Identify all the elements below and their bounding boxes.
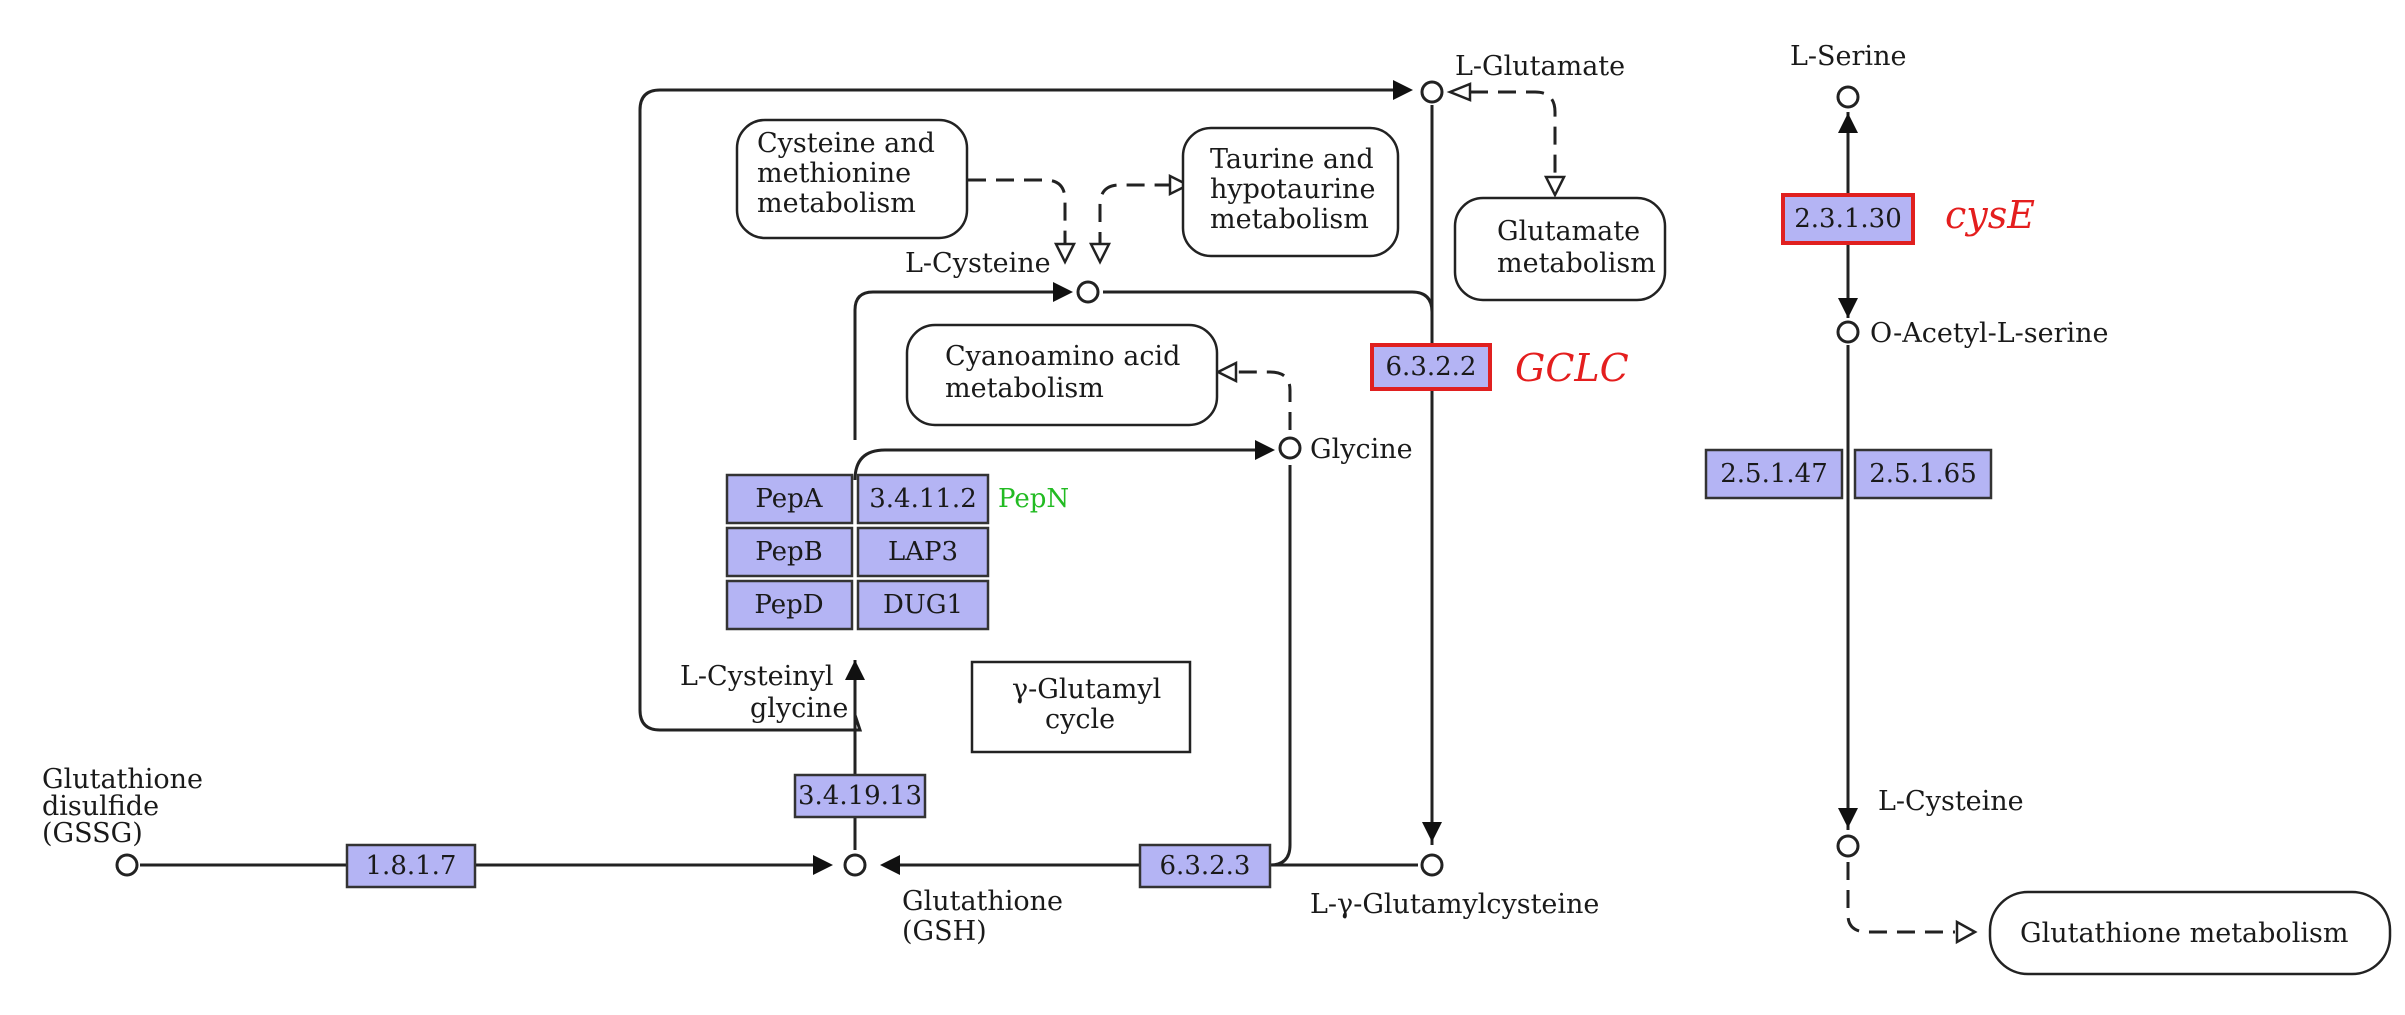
node-gssg[interactable] (115, 853, 139, 877)
edge-glycine-to-cyano (1235, 370, 1292, 430)
node-o-acetyl-l-serine[interactable] (1836, 320, 1860, 344)
pathway-glutamate-line1: Glutamate (1497, 216, 1640, 247)
enzyme-2-3-1-30[interactable] (1781, 193, 1915, 245)
edge-cysmet-to-cysteine (968, 178, 1067, 245)
edge-pep-to-cysteine (853, 290, 1055, 440)
pathway-cys-met-line2: methionine (757, 158, 911, 189)
pathway-taurine-box[interactable] (1181, 126, 1400, 258)
arrow-to-glutamylcysteine (1422, 822, 1442, 842)
pathway-cys-met-line3: metabolism (757, 188, 916, 219)
arrow-to-cysteinylglycine (845, 660, 865, 680)
pathway-gamma-cycle-line1: γ-Glutamyl (1012, 674, 1161, 705)
edge-cysteine-to-glutamylcysteine (1103, 290, 1434, 313)
label-l-glutamate: L-Glutamate (1455, 51, 1625, 82)
node-l-serine[interactable] (1836, 85, 1860, 109)
arrow-to-gsh-from-right (880, 855, 900, 875)
pathway-glutathione-met-box[interactable] (1988, 890, 2392, 976)
arrow-to-gsh-from-gssg (813, 855, 833, 875)
pathway-cys-met-line1: Cysteine and (757, 128, 935, 159)
label-l-cysteine-left: L-Cysteine (905, 248, 1051, 279)
enzyme-lap3-label: LAP3 (888, 537, 958, 567)
arrow-to-oacetylserine (1838, 298, 1858, 318)
pathway-taurine-line3: metabolism (1210, 204, 1369, 235)
pathway-taurine-line2: hypotaurine (1210, 174, 1375, 205)
pathway-glutamate-line2: metabolism (1497, 248, 1656, 279)
pathway-gamma-cycle-box[interactable] (970, 660, 1192, 754)
arrow-to-serine (1838, 113, 1858, 133)
gene-gclc: GCLC (1515, 346, 1629, 390)
open-arrow-glutathione-met (1955, 919, 1978, 945)
open-arrow-glutamate (1446, 82, 1472, 102)
enzyme-1-8-1-7-label: 1.8.1.7 (366, 851, 457, 881)
pathway-gamma-cycle-line2: cycle (1045, 704, 1115, 735)
enzyme-2-5-1-65-label: 2.5.1.65 (1869, 459, 1977, 489)
edge-cysteine-to-glutathionemet (1846, 862, 1955, 934)
enzyme-3-4-19-13-label: 3.4.19.13 (798, 781, 922, 811)
open-arrow-cysteine-b (1088, 242, 1112, 265)
pathway-cyanoamino-line1: Cyanoamino acid (945, 341, 1180, 372)
enzyme-pepd-label: PepD (754, 590, 823, 620)
gene-cyse: cysE (1945, 193, 2035, 237)
edge-cysteinylglycine-to-glutamate (638, 88, 1395, 732)
pathway-cys-met-box[interactable] (735, 118, 969, 240)
label-gsh-line1: Glutathione (902, 886, 1063, 917)
node-gsh[interactable] (843, 853, 867, 877)
open-arrow-glutamate-met (1543, 175, 1567, 198)
node-glycine[interactable] (1278, 436, 1302, 460)
arrow-to-cysteine-right (1838, 808, 1858, 828)
enzyme-pepb-label: PepB (755, 537, 822, 567)
enzyme-pepa-label: PepA (755, 484, 823, 514)
label-glutamylcysteine: L-γ-Glutamylcysteine (1310, 889, 1599, 920)
pathway-glutathione-met-label: Glutathione metabolism (2020, 918, 2348, 949)
label-l-cysteine-right: L-Cysteine (1878, 786, 2024, 817)
node-l-cysteine-right[interactable] (1836, 834, 1860, 858)
label-l-serine: L-Serine (1790, 41, 1906, 72)
label-gsh-line2: (GSH) (902, 916, 987, 947)
enzyme-pepa[interactable] (725, 473, 854, 525)
enzyme-2-5-1-65[interactable] (1853, 448, 1993, 500)
enzyme-1-8-1-7[interactable] (345, 843, 477, 889)
open-arrow-cysteine-a (1053, 242, 1077, 265)
label-glycine-suffix: glycine (750, 693, 848, 724)
node-glutamylcysteine[interactable] (1420, 853, 1444, 877)
enzyme-3-4-11-2[interactable] (856, 473, 990, 525)
enzyme-6-3-2-3-label: 6.3.2.3 (1160, 851, 1251, 881)
open-arrow-taurine (1168, 173, 1191, 197)
enzyme-6-3-2-2[interactable] (1370, 343, 1492, 391)
enzyme-3-4-19-13[interactable] (793, 773, 927, 819)
enzyme-2-5-1-47[interactable] (1704, 448, 1844, 500)
edge-glutamate-to-glutamatemet (1470, 90, 1557, 180)
pathway-glutamate-box[interactable] (1453, 196, 1667, 302)
pathway-taurine-line1: Taurine and (1210, 144, 1374, 175)
enzyme-dug1-label: DUG1 (883, 590, 963, 620)
open-arrow-cyano (1215, 360, 1238, 384)
pathway-cyanoamino-box[interactable] (905, 323, 1219, 427)
arrow-to-glycine (1255, 440, 1275, 460)
enzyme-6-3-2-2-label: 6.3.2.2 (1386, 352, 1477, 382)
label-glycine: Glycine (1310, 434, 1413, 465)
arrow-to-cysteine-left (1053, 282, 1073, 302)
gene-pepn: PepN (998, 484, 1069, 514)
label-gssg-line3: (GSSG) (42, 818, 143, 849)
arrow-to-glutamate (1393, 80, 1413, 100)
node-l-cysteine-left[interactable] (1076, 280, 1100, 304)
label-o-acetyl-l-serine: O-Acetyl-L-serine (1870, 318, 2109, 349)
enzyme-pepb[interactable] (725, 526, 854, 578)
enzyme-lap3[interactable] (856, 526, 990, 578)
edge-pep-to-glycine (853, 448, 1265, 481)
enzyme-pepd[interactable] (725, 579, 854, 631)
pathway-cyanoamino-line2: metabolism (945, 373, 1104, 404)
label-l-cysteinyl: L-Cysteinyl (680, 661, 834, 692)
enzyme-3-4-11-2-label: 3.4.11.2 (869, 484, 977, 514)
label-gssg-line1: Glutathione (42, 764, 203, 795)
enzyme-dug1[interactable] (856, 579, 990, 631)
node-l-glutamate[interactable] (1420, 80, 1444, 104)
label-gssg-line2: disulfide (42, 791, 159, 822)
enzyme-2-5-1-47-label: 2.5.1.47 (1720, 459, 1828, 489)
enzyme-2-3-1-30-label: 2.3.1.30 (1794, 204, 1902, 234)
edge-taurine-from-cysteine (1098, 183, 1170, 250)
enzyme-6-3-2-3[interactable] (1138, 843, 1272, 889)
